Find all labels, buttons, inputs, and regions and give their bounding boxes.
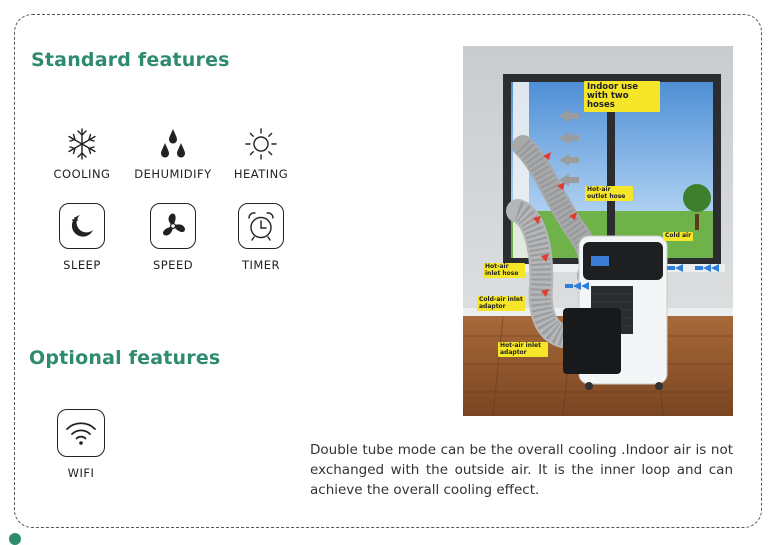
- label-hot-air-outlet-hose: Hot-air outlet hose: [585, 186, 633, 201]
- feature-heating: HEATING: [216, 126, 306, 181]
- feature-label: HEATING: [233, 167, 289, 181]
- label-hot-air-inlet-adaptor: Hot-air inlet adaptor: [498, 342, 548, 357]
- sun-icon: [245, 128, 277, 160]
- label-cold-air: Cold air: [663, 232, 694, 241]
- optional-features-heading: Optional features: [29, 347, 221, 369]
- fan-icon: [150, 203, 196, 249]
- feature-label: COOLING: [53, 167, 111, 181]
- description-text: Double tube mode can be the overall cool…: [310, 442, 733, 498]
- feature-timer: TIMER: [216, 203, 306, 272]
- corner-marker: [9, 533, 21, 545]
- product-photo: Indoor use with two hoses Hot-air outlet…: [463, 46, 733, 416]
- moon-icon: [59, 203, 105, 249]
- feature-dehumidify: DEHUMIDIFY: [128, 126, 218, 181]
- feature-label: WIFI: [67, 466, 95, 480]
- label-hot-air-inlet-hose: Hot-air inlet hose: [483, 263, 525, 278]
- feature-label: SLEEP: [63, 258, 101, 272]
- feature-label: SPEED: [152, 258, 194, 272]
- feature-label: TIMER: [241, 258, 281, 272]
- feature-speed: SPEED: [128, 203, 218, 272]
- label-cold-air-inlet-adaptor: Cold-air inlet adaptor: [477, 296, 525, 311]
- feature-wifi: WIFI: [36, 409, 126, 480]
- label-indoor-use: Indoor use with two hoses: [584, 81, 660, 112]
- dashed-frame: [14, 14, 762, 528]
- standard-features-heading: Standard features: [31, 49, 230, 71]
- feature-label: DEHUMIDIFY: [134, 167, 212, 181]
- wifi-icon: [57, 409, 105, 457]
- feature-sleep: SLEEP: [37, 203, 127, 272]
- droplets-icon: [161, 129, 185, 158]
- snowflake-icon: [68, 128, 96, 160]
- alarm-clock-icon: [238, 203, 284, 249]
- feature-cooling: COOLING: [37, 126, 127, 181]
